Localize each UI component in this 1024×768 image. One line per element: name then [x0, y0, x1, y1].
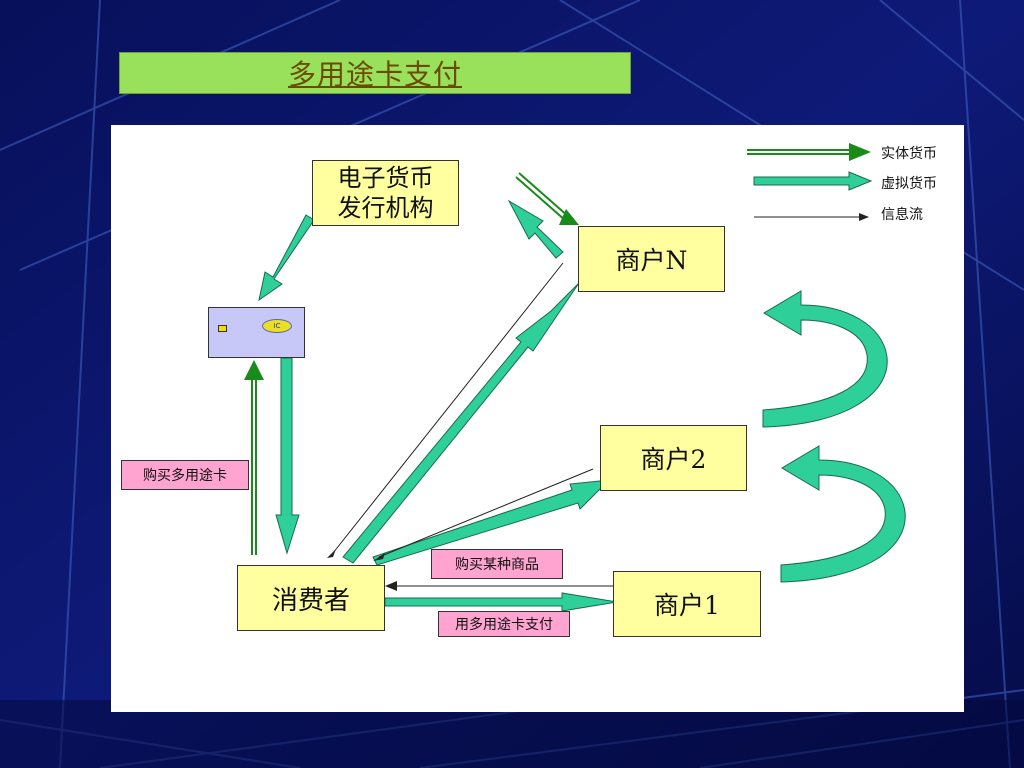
info-arrowhead-2 — [373, 553, 385, 561]
issuer-to-merchant-n-line-2 — [515, 176, 567, 222]
card-arrowhead — [244, 360, 264, 380]
label-pay-with-card: 用多用途卡支付 — [438, 611, 570, 637]
card-hologram-icon: IC — [262, 319, 292, 333]
diagram-panel: 电子货币 发行机构 商户N 商户2 商户1 消费者 IC 购买多用途卡 购买某种… — [111, 125, 964, 712]
legend-virtual-arrow — [753, 171, 873, 191]
legend-physical-currency: 实体货币 — [881, 146, 937, 162]
curved-arrow-upper — [762, 290, 888, 428]
issuer-to-merchant-n-line — [518, 172, 570, 218]
legend-physical-arrowhead — [849, 143, 871, 161]
merchant-n-return-arrow — [507, 199, 564, 259]
consumer-to-merchant-n-arrow — [342, 282, 580, 564]
legend-virtual-currency: 虚拟货币 — [881, 176, 937, 192]
card-to-consumer-arrow — [275, 357, 300, 555]
card-chip-icon — [218, 325, 227, 332]
info-merchant-2-to-consumer — [378, 468, 594, 558]
node-issuer: 电子货币 发行机构 — [312, 160, 459, 226]
label-buy-goods: 购买某种商品 — [431, 549, 563, 579]
consumer-to-merchant-2-arrow — [372, 479, 611, 566]
merchant-n-physical-arrowhead — [559, 209, 579, 225]
consumer-to-merchant-1-arrow — [384, 592, 618, 612]
info-arrowhead-n — [327, 549, 336, 558]
multipurpose-card-icon: IC — [208, 307, 305, 358]
issuer-to-card-arrow — [258, 214, 315, 302]
legend-info-arrowhead — [859, 213, 869, 221]
node-consumer: 消费者 — [237, 565, 385, 631]
node-merchant-1: 商户1 — [613, 571, 761, 637]
node-merchant-2: 商户2 — [600, 425, 747, 491]
slide-title: 多用途卡支付 — [287, 58, 462, 91]
node-merchant-n: 商户N — [578, 226, 725, 292]
flow-arrows — [244, 143, 906, 612]
info-arrowhead-1 — [385, 581, 397, 591]
label-buy-card: 购买多用途卡 — [121, 460, 249, 490]
title-bar: 多用途卡支付 — [119, 52, 631, 94]
curved-arrow-lower — [780, 445, 906, 583]
legend-information-flow: 信息流 — [881, 207, 923, 223]
info-merchant-n-to-consumer — [332, 262, 564, 554]
